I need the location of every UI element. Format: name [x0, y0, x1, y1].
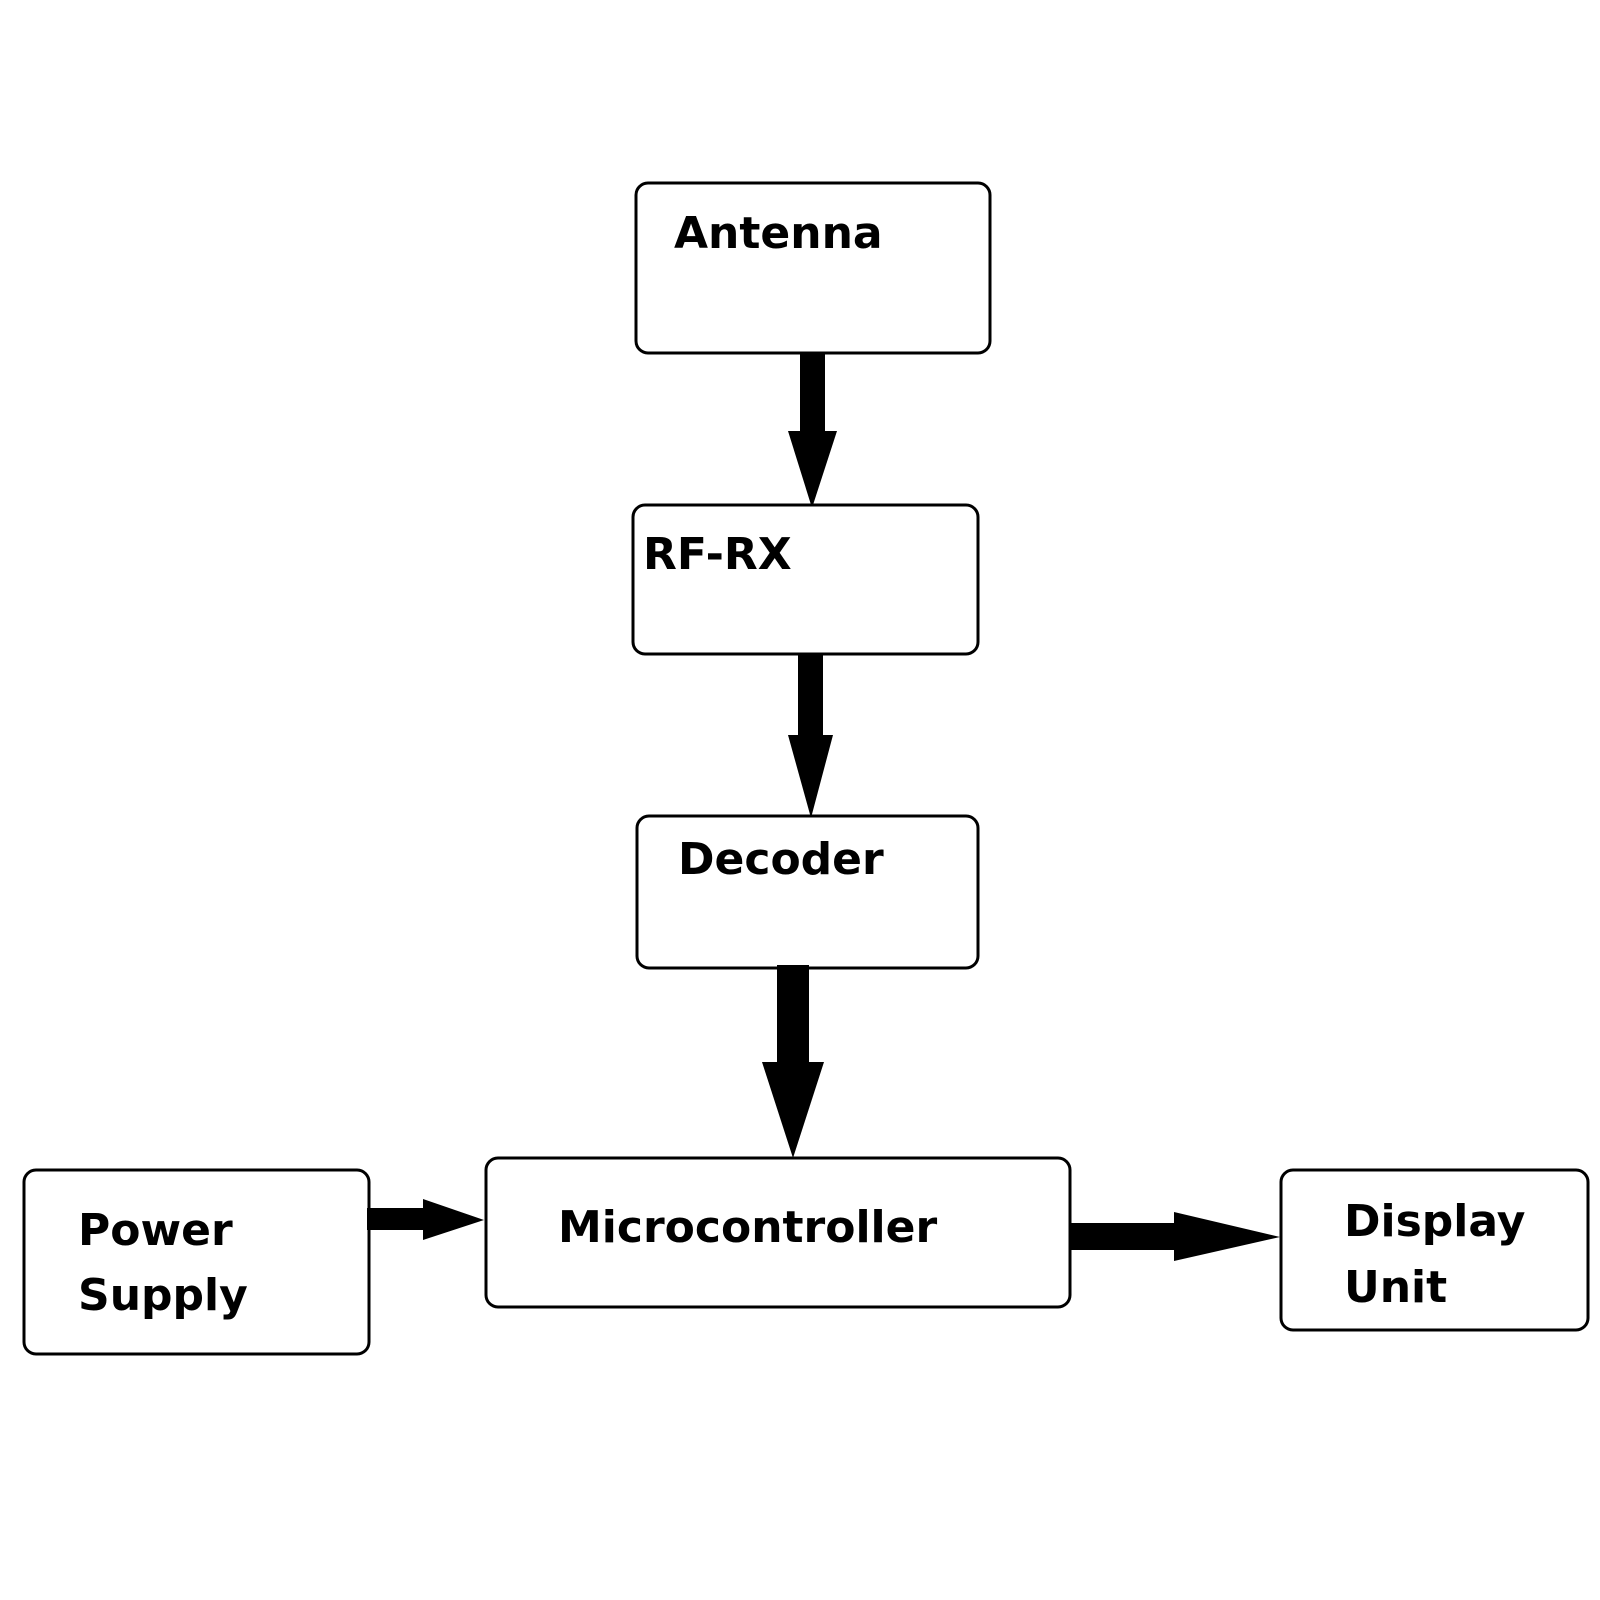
- microcontroller-block: Microcontroller: [484, 1156, 1072, 1309]
- decoder-label: Decoder: [678, 834, 884, 885]
- power-supply-label-line1: Power: [78, 1205, 233, 1256]
- microcontroller-label: Microcontroller: [558, 1202, 937, 1253]
- rf-rx-label: RF-RX: [643, 529, 792, 580]
- display-unit-label-line1: Display: [1344, 1196, 1525, 1247]
- antenna-label: Antenna: [674, 208, 883, 259]
- antenna-block: Antenna: [634, 181, 992, 355]
- rf-rx-block: RF-RX: [631, 503, 980, 656]
- power-supply-label-line2: Supply: [78, 1270, 248, 1321]
- display-unit-block: Display Unit: [1279, 1168, 1590, 1332]
- arrow-microcontroller-to-display-unit: [1069, 1212, 1280, 1261]
- display-unit-label-line2: Unit: [1344, 1262, 1447, 1313]
- arrow-antenna-to-rfrx: [788, 353, 837, 508]
- decoder-block: Decoder: [635, 814, 980, 970]
- power-supply-box: [22, 1168, 371, 1356]
- arrow-decoder-to-microcontroller: [762, 965, 824, 1158]
- arrow-rfrx-to-decoder: [788, 654, 833, 818]
- arrow-power-supply-to-microcontroller: [367, 1199, 484, 1240]
- display-unit-box: [1279, 1168, 1590, 1332]
- power-supply-block: Power Supply: [22, 1168, 371, 1356]
